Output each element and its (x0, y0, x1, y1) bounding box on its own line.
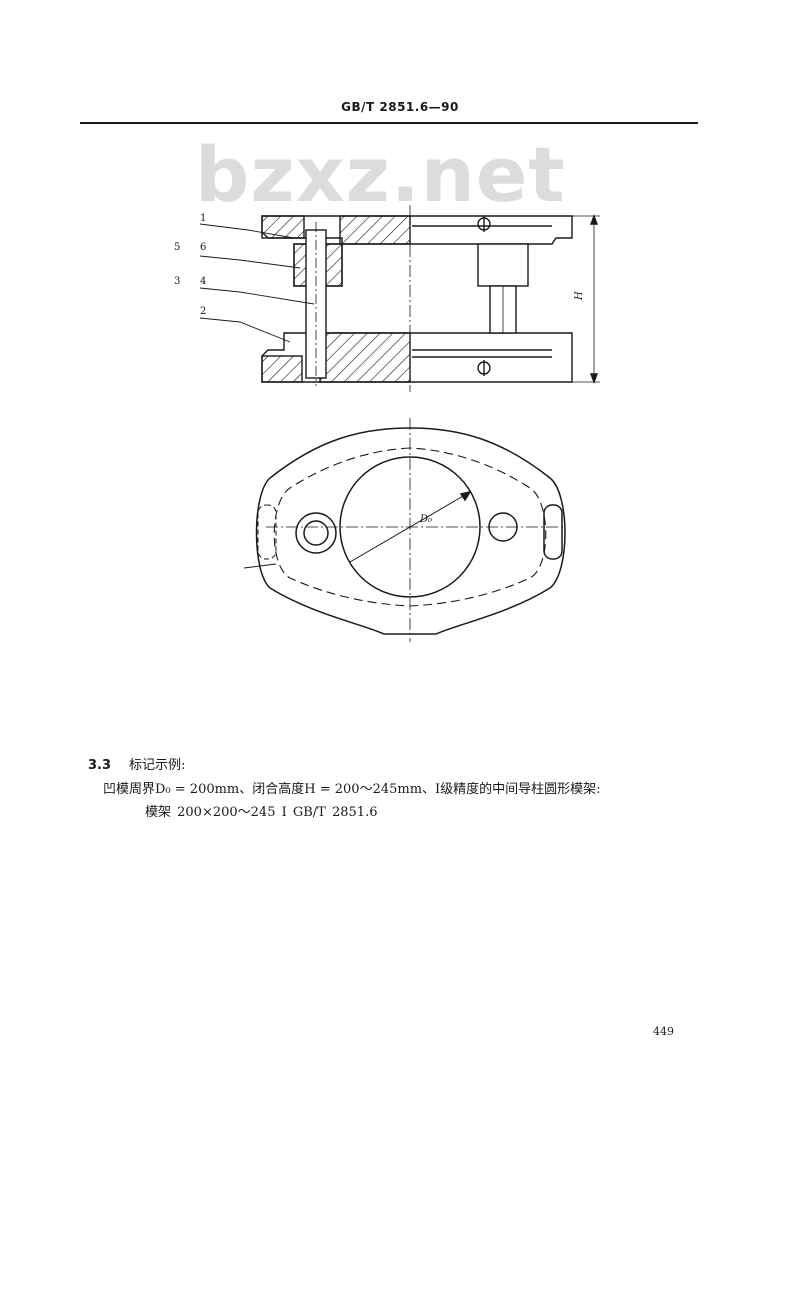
technical-drawing: 1 5 6 3 4 2 H D₀ (174, 205, 600, 642)
callout-3: 3 (174, 276, 180, 287)
side-view (199, 205, 600, 392)
example-marking: 模架 200×200～245 I GB/T 2851.6 (145, 805, 378, 820)
header-rule (80, 122, 698, 124)
page-header: GB/T 2851.6—90 (341, 100, 459, 114)
upper-seat-hatch (339, 215, 411, 245)
example-description: 凹模周界D₀ = 200mm、闭合高度H = 200～245mm、I级精度的中间… (103, 782, 601, 797)
watermark: bzxz.net (195, 130, 566, 219)
section-title: 标记示例: (129, 758, 186, 773)
page-number: 449 (653, 1025, 674, 1038)
callout-labels: 1 5 6 3 4 2 H (174, 213, 585, 317)
callout-1: 1 (200, 213, 206, 224)
dimension-d0: D₀ (419, 514, 432, 525)
callout-6: 6 (200, 242, 206, 253)
callout-4: 4 (200, 276, 206, 287)
callout-2: 2 (200, 306, 206, 317)
section-number: 3.3 (88, 758, 112, 773)
lower-seat-hatch (319, 332, 411, 383)
callout-5: 5 (174, 242, 180, 253)
section-heading: 3.3 标记示例: (88, 754, 185, 773)
die-bore (339, 456, 481, 598)
dimension-h: H (574, 291, 585, 301)
plan-view (243, 418, 566, 642)
